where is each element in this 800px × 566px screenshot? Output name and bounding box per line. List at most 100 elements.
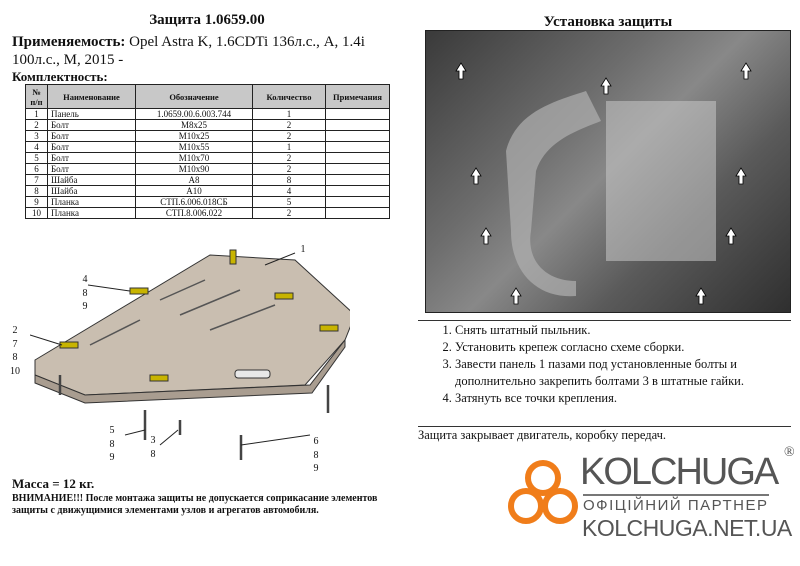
partner-text: ОФІЦІЙНИЙ ПАРТНЕР [583, 497, 769, 514]
table-cell [325, 185, 390, 197]
install-title: Установка защиты [543, 14, 673, 30]
table-cell: 1.0659.00.6.003.744 [135, 108, 253, 120]
table-cell: M10x55 [135, 141, 253, 153]
table-cell: Планка [47, 196, 136, 208]
table-cell: 2 [25, 119, 48, 131]
table-cell [325, 207, 390, 219]
callout-number: 9 [82, 301, 88, 312]
callout-number: 2 [12, 325, 18, 336]
table-cell: А10 [135, 185, 253, 197]
col-header: № п/п [25, 84, 48, 109]
callout-group-g2: 2 7 8 10 [8, 324, 22, 378]
table-cell [325, 163, 390, 175]
install-step: Затянуть все точки крепления. [455, 390, 785, 407]
table-cell: СТП.6.006.018СБ [135, 196, 253, 208]
col-header: Наименование [47, 84, 136, 109]
table-cell: 5 [25, 152, 48, 164]
table-cell [325, 119, 390, 131]
assembly-diagram [30, 249, 350, 460]
table-cell: 6 [25, 163, 48, 175]
left-header-block: Защита 1.0659.00 Применяемость: Opel Ast… [12, 11, 402, 219]
table-cell: Болт [47, 163, 136, 175]
table-cell: Болт [47, 141, 136, 153]
table-cell: 3 [25, 130, 48, 142]
table-cell: 1 [252, 108, 326, 120]
callout-1: 1 [300, 244, 306, 255]
callout-number: 9 [109, 452, 115, 463]
callout-number: 8 [313, 449, 319, 461]
callout-number: 3 [150, 435, 156, 446]
callout-group-g4: 4 8 9 [78, 273, 92, 314]
col-header: Примечания [325, 84, 390, 109]
col-header: Количество [252, 84, 326, 109]
table-cell: Шайба [47, 174, 136, 186]
table-cell: 2 [252, 119, 326, 131]
table-cell: 2 [252, 207, 326, 219]
table-cell: 9 [25, 196, 48, 208]
registered-mark: ® [784, 445, 795, 460]
document-title: Защита 1.0659.00 [149, 12, 265, 28]
warning: ВНИМАНИЕ!!! После монтажа защиты не допу… [12, 493, 378, 516]
kit-label: Комплектность: [12, 69, 108, 84]
mass: Масса = 12 кг. [12, 476, 95, 491]
col-header: Обозначение [135, 84, 253, 109]
install-steps: Снять штатный пыльник.Установить крепеж … [425, 322, 785, 407]
install-step: Установить крепеж согласно схеме сборки. [455, 339, 785, 356]
table-cell: СТП.8.006.022 [135, 207, 253, 219]
callout-number: 8 [109, 438, 115, 450]
table-cell: 1 [25, 108, 48, 120]
table-cell [325, 174, 390, 186]
table-cell: Шайба [47, 185, 136, 197]
callout-number: 4 [82, 274, 88, 285]
table-cell: 8 [25, 185, 48, 197]
callout-number: 9 [313, 463, 319, 474]
site-link[interactable]: KOLCHUGA.NET.UA [582, 515, 792, 541]
callout-number: 8 [150, 448, 156, 460]
callout-number: 8 [12, 352, 18, 363]
install-step: Снять штатный пыльник. [455, 322, 785, 339]
table-cell: Болт [47, 152, 136, 164]
callout-number: 8 [82, 287, 88, 299]
table-cell: 4 [25, 141, 48, 153]
coverage-note: Защита закрывает двигатель, коробку пере… [418, 428, 667, 442]
parts-table: № п/п Наименование Обозначение Количеств… [25, 84, 390, 219]
table-cell: А8 [135, 174, 253, 186]
table-cell [325, 196, 390, 208]
callout-group-g5: 5 8 9 [105, 424, 119, 465]
callout-number: 7 [12, 338, 18, 350]
table-cell: 1 [252, 141, 326, 153]
table-cell: 5 [252, 196, 326, 208]
table-cell: 4 [252, 185, 326, 197]
table-cell: Болт [47, 130, 136, 142]
table-cell: M10x90 [135, 163, 253, 175]
table-cell: Планка [47, 207, 136, 219]
callout-number: 10 [10, 365, 20, 377]
install-step: Завести панель 1 пазами под установленны… [455, 356, 785, 390]
brand-name: KOLCHUGA [580, 451, 779, 493]
table-cell: M8x25 [135, 119, 253, 131]
table-cell: 2 [252, 152, 326, 164]
table-cell: 10 [25, 207, 48, 219]
applicability: Применяемость: Opel Astra K, 1.6CDTi 136… [12, 33, 402, 69]
table-cell: M10x25 [135, 130, 253, 142]
table-cell: Болт [47, 119, 136, 131]
applicability-value: Opel Astra K, 1.6CDTi 136л.с., А, 1.4i 1… [12, 34, 365, 68]
callout-number: 6 [313, 436, 319, 447]
table-cell [325, 130, 390, 142]
installation-photo [425, 30, 791, 313]
table-cell [325, 141, 390, 153]
callout-group-g6: 6 8 9 [309, 435, 323, 476]
table-cell: 2 [252, 163, 326, 175]
table-cell: 2 [252, 130, 326, 142]
callout-number: 5 [109, 425, 115, 436]
applicability-label: Применяемость: [12, 34, 126, 50]
